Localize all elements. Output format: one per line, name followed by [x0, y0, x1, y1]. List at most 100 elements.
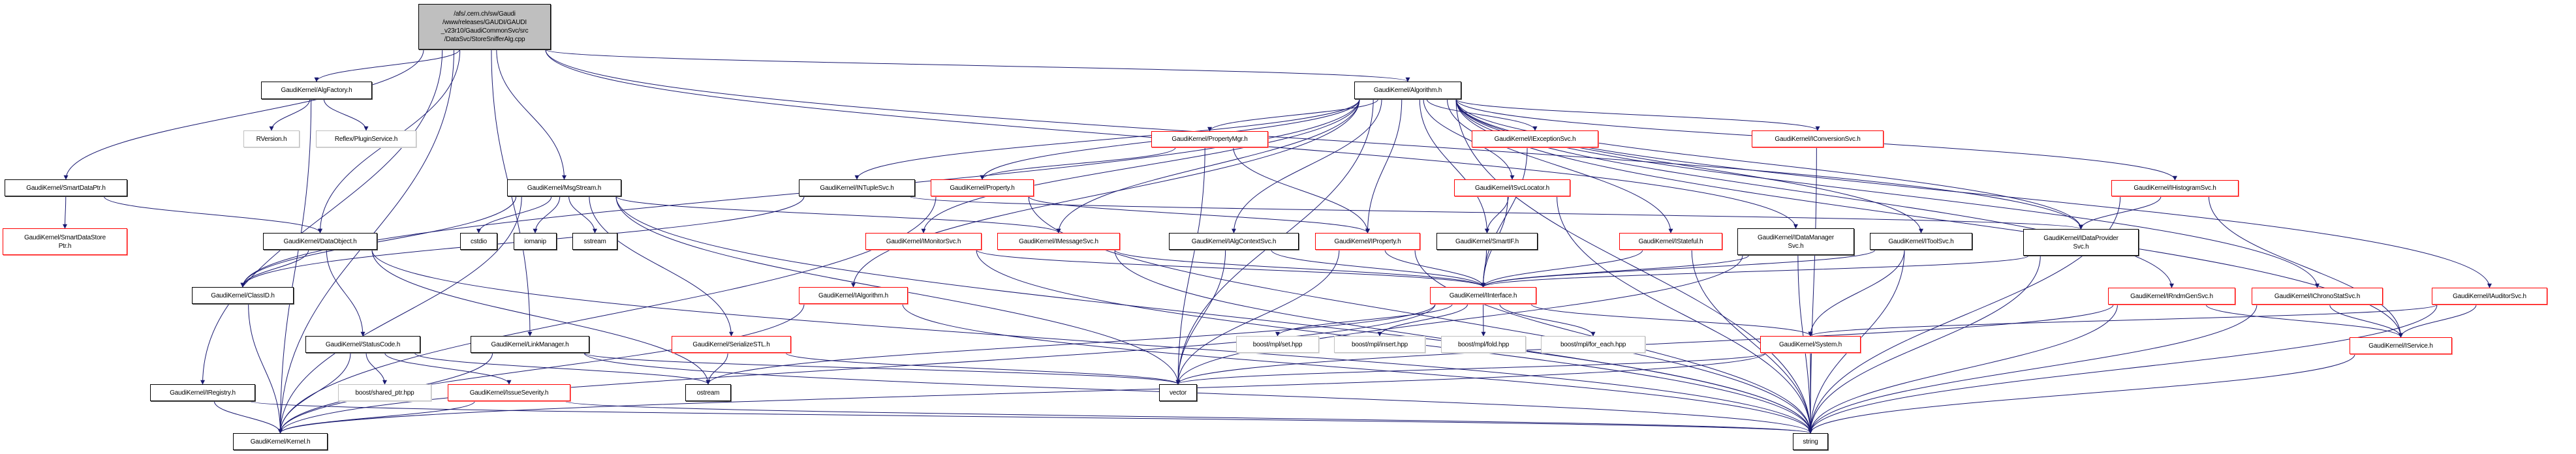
edge-algorithm-to-ialg-context-svc [1232, 98, 1382, 234]
edge-ialgorithm-to-string [902, 303, 1813, 434]
edge-property-to-string [1028, 196, 1813, 434]
graph-node-vector[interactable]: vector [1159, 384, 1197, 401]
graph-node-iservice[interactable]: GaudiKernel/IService.h [2350, 337, 2452, 354]
edge-smart-data-ptr-to-data-object [103, 196, 322, 234]
graph-node-class-id[interactable]: GaudiKernel/ClassID.h [192, 287, 294, 304]
graph-node-alg-factory[interactable]: GaudiKernel/AlgFactory.h [261, 82, 372, 99]
graph-node-kernel[interactable]: GaudiKernel/Kernel.h [233, 433, 328, 450]
graph-node-status-code[interactable]: GaudiKernel/StatusCode.h [305, 336, 420, 353]
graph-node-isvc-locator[interactable]: GaudiKernel/ISvcLocator.h [1454, 179, 1570, 196]
graph-node-rversion: RVersion.h [243, 130, 300, 147]
graph-node-string[interactable]: string [1793, 433, 1828, 450]
edge-ihistogram-svc-to-iservice [2208, 196, 2403, 338]
edge-status-code-to-issue-severity [384, 352, 512, 385]
graph-node-ialgorithm[interactable]: GaudiKernel/IAlgorithm.h [799, 287, 908, 304]
edge-iinterface-to-mpl-for-each [1499, 303, 1596, 337]
graph-node-sstream[interactable]: sstream [572, 233, 617, 250]
edge-algorithm-to-iproperty [1365, 98, 1403, 234]
edge-algorithm-to-string [1455, 98, 1813, 434]
edge-property-to-iproperty [1028, 196, 1370, 234]
edge-msg-stream-to-serialize-stl [589, 196, 734, 337]
edge-msg-stream-to-cstdio [476, 196, 552, 234]
edge-iauditor-svc-to-iservice [2398, 304, 2477, 338]
graph-node-iexception-svc[interactable]: GaudiKernel/IExceptionSvc.h [1472, 130, 1598, 147]
edge-root-to-idata-provider-svc [545, 49, 2083, 230]
graph-node-issue-severity[interactable]: GaudiKernel/IssueSeverity.h [448, 384, 570, 401]
graph-node-mpl-fold: boost/mpl/fold.hpp [1441, 336, 1526, 353]
graph-node-ostream[interactable]: ostream [685, 384, 731, 401]
edge-iinterface-to-kernel [278, 303, 1436, 434]
edge-iregistry-to-kernel [213, 401, 283, 434]
edge-irndm-gen-svc-to-iservice [2205, 304, 2403, 338]
edge-idata-provider-svc-to-string [1808, 255, 2041, 434]
edge-root-to-alg-factory [314, 49, 460, 82]
edge-imonitor-svc-to-iinterface [976, 249, 1485, 288]
graph-node-iinterface[interactable]: GaudiKernel/IInterface.h [1430, 287, 1536, 304]
edge-root-to-msg-stream [496, 49, 566, 180]
edge-iinterface-to-mpl-set [1275, 303, 1453, 337]
graph-node-cstdio[interactable]: cstdio [460, 233, 497, 250]
edge-idata-manager-svc-to-vector [1175, 254, 1743, 385]
edge-root-to-iregistry [200, 49, 443, 385]
graph-node-imessage-svc[interactable]: GaudiKernel/IMessageSvc.h [997, 233, 1120, 250]
edge-msg-stream-to-string [615, 196, 1813, 434]
graph-node-plugin-service: Reflex/PluginService.h [316, 130, 416, 147]
edge-algorithm-to-itool-svc [1455, 98, 1923, 234]
graph-node-imonitor-svc[interactable]: GaudiKernel/IMonitorSvc.h [865, 233, 982, 250]
edge-alg-factory-to-kernel [278, 98, 312, 434]
graph-node-iomanip[interactable]: iomanip [514, 233, 557, 250]
edge-isvc-locator-to-smart-if [1485, 196, 1509, 234]
graph-node-itool-svc[interactable]: GaudiKernel/IToolSvc.h [1870, 233, 1972, 250]
edge-algorithm-to-iexception-svc [1426, 98, 1538, 131]
edge-msg-stream-to-imessage-svc [615, 196, 1061, 234]
edge-itool-svc-to-iinterface [1481, 249, 1876, 288]
graph-node-ialg-context-svc[interactable]: GaudiKernel/IAlgContextSvc.h [1169, 233, 1299, 250]
graph-node-iproperty[interactable]: GaudiKernel/IProperty.h [1315, 233, 1420, 250]
edge-root-to-smart-data-ptr [63, 49, 424, 180]
graph-node-data-object[interactable]: GaudiKernel/DataObject.h [263, 233, 377, 250]
edge-algorithm-to-imonitor-svc [921, 98, 1360, 234]
graph-node-idata-provider-svc[interactable]: GaudiKernel/IDataProvider Svc.h [2023, 229, 2139, 256]
edge-iinterface-to-system [1530, 303, 1813, 337]
edge-isvc-locator-to-string [1557, 196, 1813, 434]
edge-msg-stream-to-class-id [240, 196, 517, 288]
graph-node-irndm-gen-svc[interactable]: GaudiKernel/IRndmGenSvc.h [2108, 288, 2235, 305]
graph-node-serialize-stl[interactable]: GaudiKernel/SerializeSTL.h [672, 336, 791, 353]
graph-node-ihistogram-svc[interactable]: GaudiKernel/IHistogramSvc.h [2111, 180, 2239, 196]
edge-istateful-to-string [1691, 249, 1813, 434]
edge-alg-factory-to-plugin-service [323, 98, 369, 131]
edge-intuple-svc-to-idata-provider-svc [909, 196, 2083, 230]
graph-node-istateful[interactable]: GaudiKernel/IStateful.h [1619, 233, 1722, 250]
graph-node-smart-data-store-ptr[interactable]: GaudiKernel/SmartDataStore Ptr.h [3, 228, 127, 255]
edge-data-object-to-class-id [240, 249, 309, 288]
edge-link-manager-to-vector [583, 352, 1181, 385]
graph-node-system[interactable]: GaudiKernel/System.h [1760, 336, 1861, 353]
edge-msg-stream-to-kernel [278, 196, 522, 434]
graph-node-msg-stream[interactable]: GaudiKernel/MsgStream.h [507, 179, 621, 196]
edge-ichrono-stat-svc-to-iservice [2329, 304, 2403, 338]
edge-property-mgr-to-iproperty [1233, 147, 1370, 234]
graph-node-mpl-insert: boost/mpl/insert.hpp [1334, 336, 1425, 353]
edge-algorithm-to-property-mgr [1207, 98, 1378, 132]
graph-node-algorithm[interactable]: GaudiKernel/Algorithm.h [1354, 82, 1461, 99]
graph-node-property[interactable]: GaudiKernel/Property.h [931, 179, 1034, 196]
edge-issue-severity-to-kernel [278, 401, 475, 434]
graph-node-smart-if[interactable]: GaudiKernel/SmartIF.h [1436, 233, 1538, 250]
graph-node-ichrono-stat-svc[interactable]: GaudiKernel/IChronoStatSvc.h [2252, 288, 2383, 305]
graph-node-intuple-svc[interactable]: GaudiKernel/INTupleSvc.h [799, 179, 915, 196]
edge-property-mgr-to-property [980, 147, 1176, 180]
graph-node-iauditor-svc[interactable]: GaudiKernel/IAuditorSvc.h [2432, 288, 2547, 305]
graph-node-link-manager[interactable]: GaudiKernel/LinkManager.h [471, 336, 589, 353]
graph-node-property-mgr[interactable]: GaudiKernel/PropertyMgr.h [1151, 131, 1268, 147]
graph-node-idata-manager-svc[interactable]: GaudiKernel/IDataManager Svc.h [1737, 228, 1854, 255]
edge-smart-data-ptr-to-smart-data-store-ptr [63, 196, 68, 229]
graph-node-iconversion-svc[interactable]: GaudiKernel/IConversionSvc.h [1752, 130, 1884, 147]
edge-ialg-context-svc-to-vector [1175, 249, 1226, 385]
edge-alg-factory-to-rversion [269, 98, 311, 131]
graph-node-smart-data-ptr[interactable]: GaudiKernel/SmartDataPtr.h [5, 179, 127, 196]
edge-iproperty-to-iinterface [1384, 249, 1485, 288]
edge-imessage-svc-to-iinterface [1114, 249, 1485, 288]
edge-algorithm-to-iconversion-svc [1455, 98, 1820, 131]
graph-node-iregistry[interactable]: GaudiKernel/IRegistry.h [150, 384, 255, 401]
